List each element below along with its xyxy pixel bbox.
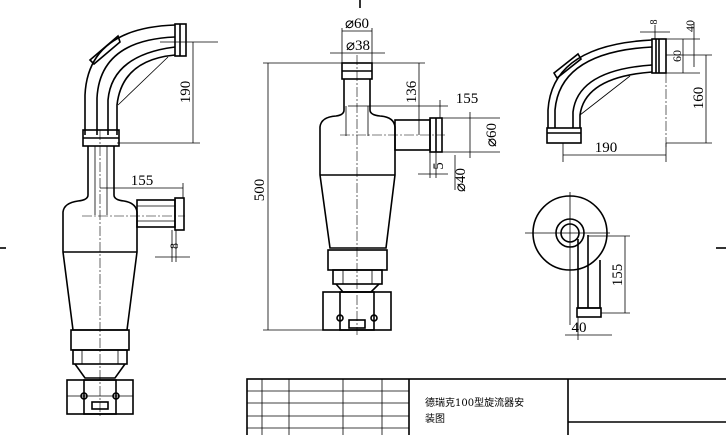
- dim-top-inner-dia: ⌀38: [346, 38, 370, 54]
- dim-pipe-dia: 60: [670, 50, 684, 62]
- dim-top-outer-dia: ⌀60: [345, 16, 369, 32]
- dim-outlet-length: 155: [610, 264, 626, 287]
- dim-flange: 5: [431, 162, 447, 170]
- sheet-center-marks: [0, 0, 726, 249]
- dim-outlet-offset: 155: [456, 91, 479, 107]
- elbow-view: 190 160 60 40 8: [546, 20, 712, 162]
- dim-elbow-width: 190: [595, 140, 618, 156]
- dim-outlet-inner-dia: ⌀40: [453, 168, 469, 192]
- dim-elbow-height: 160: [691, 87, 707, 110]
- title-block: 德瑞克100型旋流器安 装图: [246, 378, 726, 435]
- dim-flange-width: 40: [683, 20, 697, 32]
- dim-outlet-height: 136: [404, 80, 420, 103]
- left-front-view: 190 155 8: [62, 23, 218, 418]
- dim-flange-thickness: 8: [649, 20, 660, 25]
- top-view: 155 40: [525, 192, 630, 340]
- dim-flange-thickness: 8: [167, 243, 181, 249]
- dim-outlet-width: 40: [572, 320, 587, 336]
- dim-outlet-offset: 155: [131, 173, 154, 189]
- dim-outlet-outer-dia: ⌀60: [484, 123, 500, 147]
- dim-elbow-height: 190: [178, 81, 194, 104]
- drawing-title-line1: 德瑞克100型旋流器安: [425, 396, 524, 409]
- center-front-view: 500 ⌀60 ⌀38 136 155 ⌀60 5 ⌀40: [252, 16, 500, 335]
- dim-overall-height: 500: [252, 179, 268, 202]
- drawing-title-line2: 装图: [425, 412, 445, 425]
